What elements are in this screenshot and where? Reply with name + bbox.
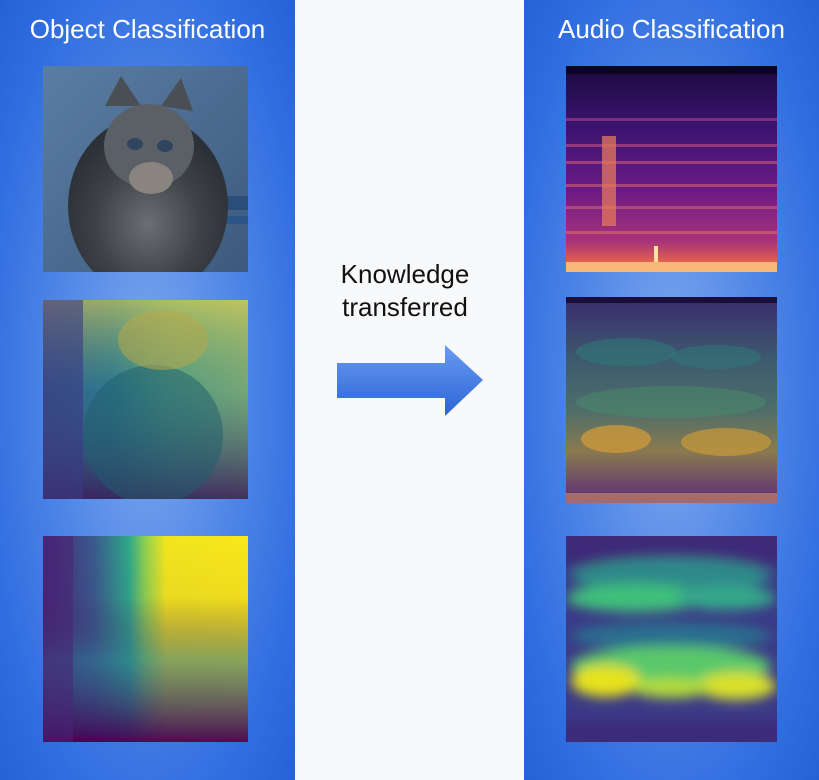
object-classification-title: Object Classification: [29, 14, 266, 44]
audio-classification-title: Audio Classification: [558, 14, 785, 44]
object-activation-heatmap: [43, 536, 248, 742]
label-line-1: Knowledge: [340, 259, 470, 289]
spectrogram-heatmap-overlay: [566, 297, 777, 503]
right-arrow-icon: [337, 345, 483, 416]
label-line-2: transferred: [342, 292, 468, 322]
knowledge-transferred-label: Knowledge transferred: [300, 258, 510, 324]
audio-activation-heatmap: [566, 536, 777, 742]
cat-photo-heatmap-overlay: [43, 300, 248, 499]
audio-spectrogram: [566, 66, 777, 272]
cat-photo: [43, 66, 248, 272]
